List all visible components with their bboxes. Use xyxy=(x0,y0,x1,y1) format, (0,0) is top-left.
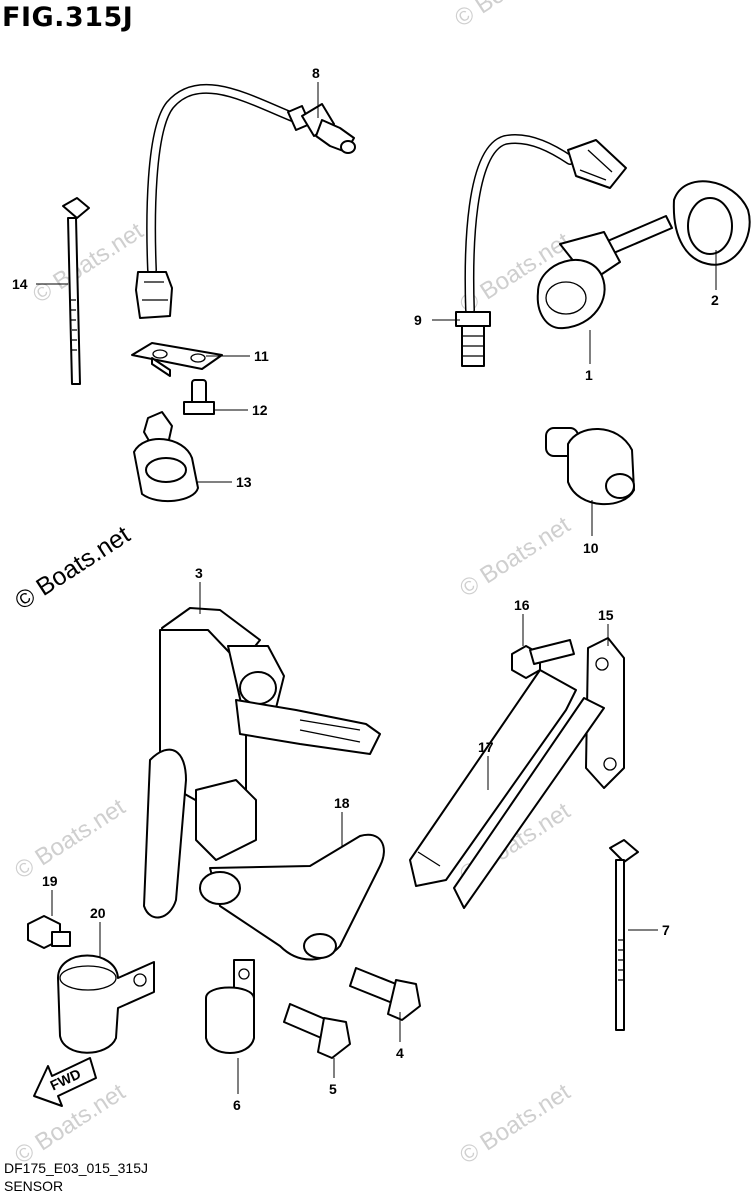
plate-11 xyxy=(131,342,223,377)
callout-5: 5 xyxy=(329,1081,337,1097)
callout-18: 18 xyxy=(334,795,350,811)
clip-6 xyxy=(205,959,255,1054)
callout-2: 2 xyxy=(711,292,719,308)
clip-13 xyxy=(133,411,199,503)
cable-tie-14 xyxy=(62,197,90,385)
callout-9: 9 xyxy=(414,312,422,328)
callout-12: 12 xyxy=(252,402,268,418)
footer-name: SENSOR xyxy=(4,1178,64,1194)
cable-tie-7 xyxy=(609,839,639,1031)
callout-20: 20 xyxy=(90,905,106,921)
figure-title: FIG.315J xyxy=(2,2,134,33)
bolt-12 xyxy=(183,379,215,415)
callout-13: 13 xyxy=(236,474,252,490)
bolt-19 xyxy=(27,915,71,949)
callout-1: 1 xyxy=(585,367,593,383)
sensor-1 xyxy=(536,215,673,330)
callout-11: 11 xyxy=(254,348,269,364)
callout-17: 17 xyxy=(478,739,494,755)
callout-6: 6 xyxy=(233,1097,241,1113)
bolt-4 xyxy=(349,967,421,1021)
leader-lines xyxy=(36,82,717,1094)
callout-10: 10 xyxy=(583,540,599,556)
callout-19: 19 xyxy=(42,873,58,889)
callout-7: 7 xyxy=(662,922,670,938)
bracket-3 xyxy=(143,607,381,919)
bolt-5 xyxy=(283,1003,351,1059)
callout-16: 16 xyxy=(514,597,530,613)
sensor-part-8 xyxy=(135,83,356,319)
callout-8: 8 xyxy=(312,65,320,81)
sensor-part-9 xyxy=(455,134,627,367)
bolt-16 xyxy=(511,639,575,679)
callout-15: 15 xyxy=(598,607,614,623)
callout-labels: 8 14 11 12 13 9 2 1 10 3 18 15 17 16 7 1… xyxy=(12,65,719,1113)
bracket-17 xyxy=(409,669,605,909)
forward-arrow-icon xyxy=(33,1057,97,1107)
bracket-18 xyxy=(199,833,385,961)
callout-14: 14 xyxy=(12,276,28,292)
callout-3: 3 xyxy=(195,565,203,581)
callout-4: 4 xyxy=(396,1045,404,1061)
footer-code: DF175_E03_015_315J xyxy=(4,1160,149,1176)
clamp-20 xyxy=(57,954,155,1054)
knock-sensor-10 xyxy=(545,427,635,505)
grommet-2 xyxy=(672,180,751,266)
